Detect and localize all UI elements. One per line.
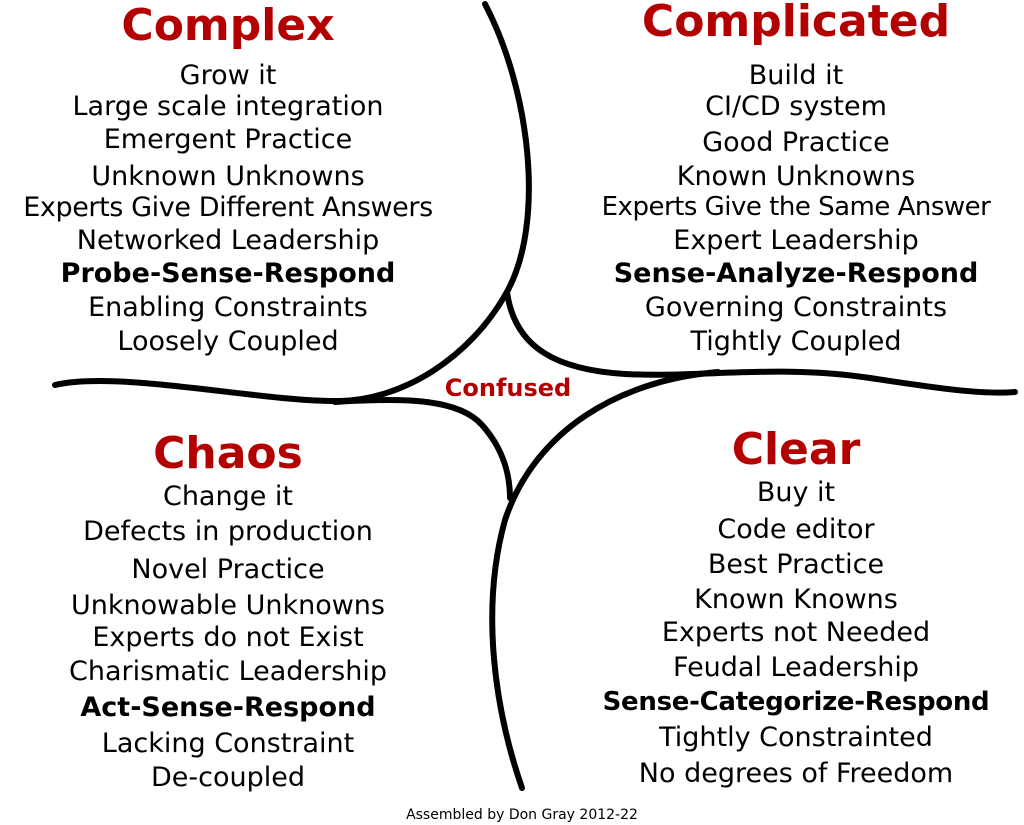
complex-item: Emergent Practice <box>103 124 353 155</box>
complicated-item: Tightly Coupled <box>690 326 902 357</box>
clear-item: Known Knowns <box>694 584 898 615</box>
complex-boundary-curve <box>52 1 532 405</box>
complicated-item: Governing Constraints <box>644 292 948 323</box>
clear-item: No degrees of Freedom <box>638 758 954 789</box>
clear-item: Buy it <box>756 477 836 508</box>
clear-item: Tightly Constrainted <box>659 722 933 753</box>
complex-item: Networked Leadership <box>76 225 380 256</box>
chaos-item: Lacking Constraint <box>101 728 355 759</box>
chaos-item: Unknowable Unknowns <box>70 590 385 621</box>
complex-item: Enabling Constraints <box>88 292 368 323</box>
complicated-item: Build it <box>748 60 844 91</box>
clear-boundary-curve <box>489 369 721 791</box>
complicated-item: CI/CD system <box>705 91 887 122</box>
complicated-item: Experts Give the Same Answer <box>601 192 991 222</box>
complicated-approach: Sense-Analyze-Respond <box>613 258 979 289</box>
confused-label: Confused <box>444 374 572 402</box>
complex-item: Unknown Unknowns <box>91 161 365 192</box>
complex-item: Experts Give Different Answers <box>23 192 433 223</box>
clear-approach: Sense-Categorize-Respond <box>602 687 990 717</box>
chaos-item: Charismatic Leadership <box>69 656 387 687</box>
chaos-boundary-curve <box>332 396 513 501</box>
chaos-item: Change it <box>162 481 294 512</box>
complicated-item: Expert Leadership <box>673 225 919 256</box>
complex-item: Large scale integration <box>72 91 384 122</box>
clear-item: Code editor <box>717 514 875 545</box>
complex-approach: Probe-Sense-Respond <box>60 258 396 289</box>
chaos-item: Novel Practice <box>131 554 325 585</box>
clear-title: Clear <box>731 424 861 475</box>
clear-item: Feudal Leadership <box>673 652 919 683</box>
credit-text: Assembled by Don Gray 2012-22 <box>406 807 638 823</box>
chaos-item: Experts do not Exist <box>92 622 364 653</box>
complex-item: Loosely Coupled <box>117 326 339 357</box>
chaos-approach: Act-Sense-Respond <box>80 692 376 723</box>
chaos-title: Chaos <box>153 428 303 479</box>
clear-item: Best Practice <box>707 549 885 580</box>
clear-item: Experts not Needed <box>661 617 931 648</box>
chaos-item: De-coupled <box>150 762 305 793</box>
complicated-boundary-curve <box>504 289 1018 396</box>
complicated-item: Known Unknowns <box>676 161 916 192</box>
complicated-title: Complicated <box>641 0 951 47</box>
complex-title: Complex <box>121 0 335 51</box>
complicated-item: Good Practice <box>702 127 890 158</box>
complex-item: Grow it <box>179 60 277 91</box>
chaos-item: Defects in production <box>83 516 373 547</box>
